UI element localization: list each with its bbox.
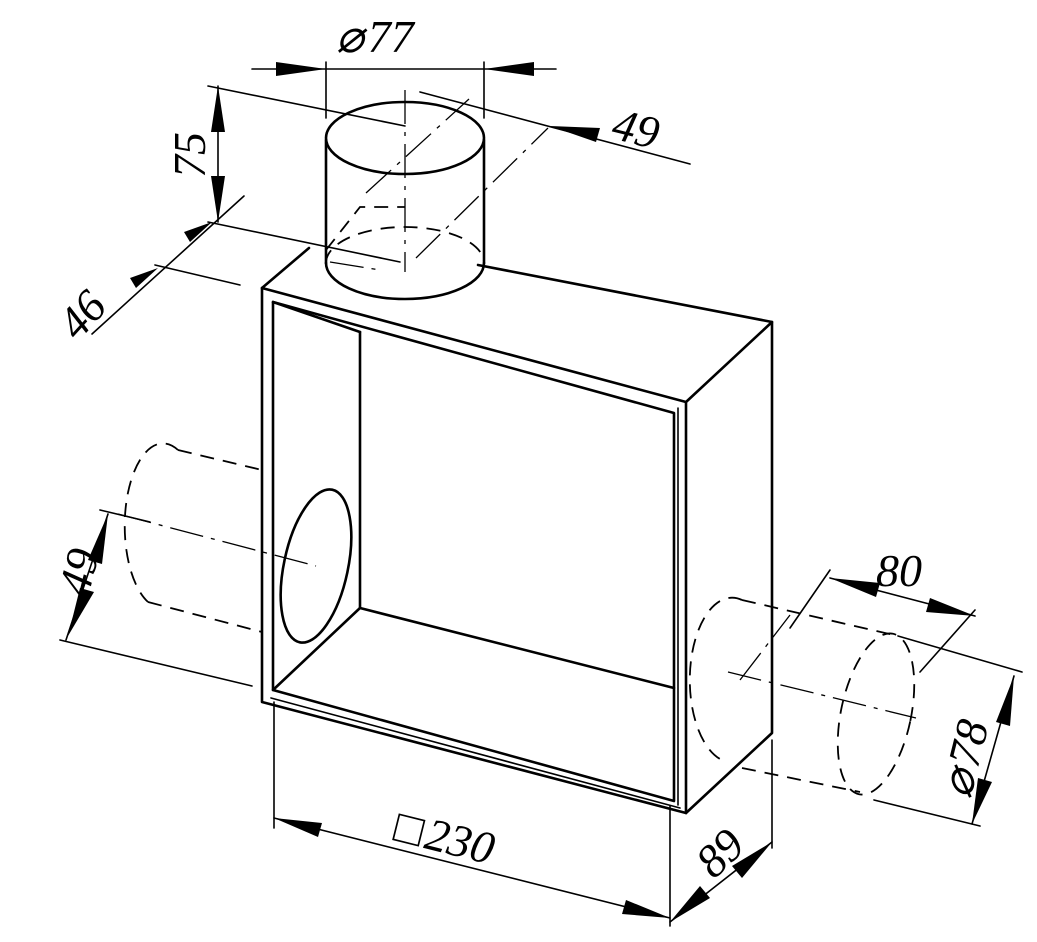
top-outlet xyxy=(324,90,549,301)
label-top-height: 75 xyxy=(164,132,215,178)
box-body xyxy=(260,246,774,815)
label-top-diameter: ⌀77 xyxy=(336,11,416,62)
dim-box-depth xyxy=(669,739,773,923)
label-box-depth: 89 xyxy=(686,819,755,888)
right-outlet xyxy=(688,596,917,796)
label-top-back-offset: 46 xyxy=(48,280,117,348)
dim-side-offset xyxy=(59,509,253,687)
dim-top-offset xyxy=(419,91,691,165)
dim-right-length xyxy=(789,569,976,673)
dim-top-diameter xyxy=(251,61,557,119)
side-hole xyxy=(279,488,353,644)
dim-top-back-offset xyxy=(91,195,245,335)
left-outlet xyxy=(117,442,317,633)
label-right-length: 80 xyxy=(876,545,922,596)
dim-box-size xyxy=(273,701,671,927)
label-top-offset: 49 xyxy=(608,98,665,159)
dim-right-diameter xyxy=(873,635,1023,827)
label-box-size: □230 xyxy=(390,800,500,874)
dim-top-height xyxy=(207,85,406,263)
